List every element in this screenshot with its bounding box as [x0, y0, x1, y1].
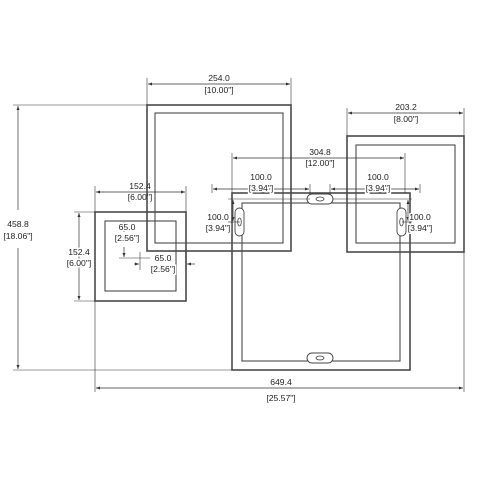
dim-inner-offset-horizontal: 65.0 [2.56"] — [134, 252, 195, 276]
dim-left-hanger-width-in: [3.94"] — [249, 183, 274, 193]
dim-left-frame-height-mm: 152.4 — [68, 247, 90, 257]
dim-right-frame-width-in: [8.00"] — [394, 114, 419, 124]
dim-left-frame-height: 152.4 [6.00"] — [65, 211, 95, 302]
dim-inner-offset-vertical: 65.0 [2.56"] — [113, 221, 150, 259]
dim-overall-width-in: [25.57"] — [266, 393, 295, 403]
dim-top-frame-width: 254.0 [10.00"] — [146, 73, 292, 105]
dim-hanger-span: 304.8 [12.00"] — [231, 146, 406, 193]
dim-hanger-span-mm: 304.8 — [309, 147, 331, 157]
dim-left-frame-height-in: [6.00"] — [67, 258, 92, 268]
dim-inner-offset-h-mm: 65.0 — [155, 253, 172, 263]
dim-inner-offset-v-mm: 65.0 — [119, 222, 136, 232]
dim-right-hanger-height: 100.0 [3.94"] — [333, 198, 434, 235]
dim-right-frame-width-mm: 203.2 — [395, 102, 417, 112]
left-frame — [94, 211, 187, 302]
dim-overall-width: 649.4 [25.57"] — [94, 252, 465, 403]
dim-left-hanger-height: 100.0 [3.94"] — [204, 198, 310, 235]
dim-right-hanger-width-in: [3.94"] — [366, 183, 391, 193]
right-frame — [346, 135, 465, 253]
dim-overall-height: 458.8 [18.06"] — [3, 104, 232, 371]
dim-left-hanger-width-mm: 100.0 — [250, 172, 272, 182]
dim-right-hanger-width-mm: 100.0 — [367, 172, 389, 182]
dim-top-frame-width-mm: 254.0 — [208, 73, 230, 83]
dim-hanger-span-in: [12.00"] — [305, 158, 334, 168]
dim-left-frame-width-mm: 152.4 — [129, 181, 151, 191]
dim-right-frame-width: 203.2 [8.00"] — [346, 102, 465, 136]
dim-right-hanger-width: 100.0 [3.94"] — [329, 171, 421, 195]
dim-overall-width-mm: 649.4 — [270, 377, 292, 387]
dim-left-frame-width: 152.4 [6.00"] — [94, 181, 187, 212]
dim-left-frame-width-in: [6.00"] — [128, 192, 153, 202]
dim-overall-height-in: [18.06"] — [3, 231, 32, 241]
center-frame — [231, 192, 411, 371]
dim-inner-offset-v-in: [2.56"] — [115, 233, 140, 243]
dim-top-frame-width-in: [10.00"] — [204, 85, 233, 95]
dim-right-hanger-height-in: [3.94"] — [408, 223, 433, 233]
dim-overall-height-mm: 458.8 — [7, 219, 29, 229]
dim-left-hanger-height-in: [3.94"] — [206, 223, 231, 233]
top-frame — [146, 104, 292, 252]
dim-left-hanger-height-mm: 100.0 — [207, 212, 229, 222]
dim-inner-offset-h-in: [2.56"] — [151, 264, 176, 274]
keyhole-hanger-bottom — [306, 352, 334, 364]
keyhole-hanger-top — [306, 193, 334, 205]
dim-left-hanger-width: 100.0 [3.94"] — [211, 171, 311, 195]
dim-right-hanger-height-mm: 100.0 — [409, 212, 431, 222]
